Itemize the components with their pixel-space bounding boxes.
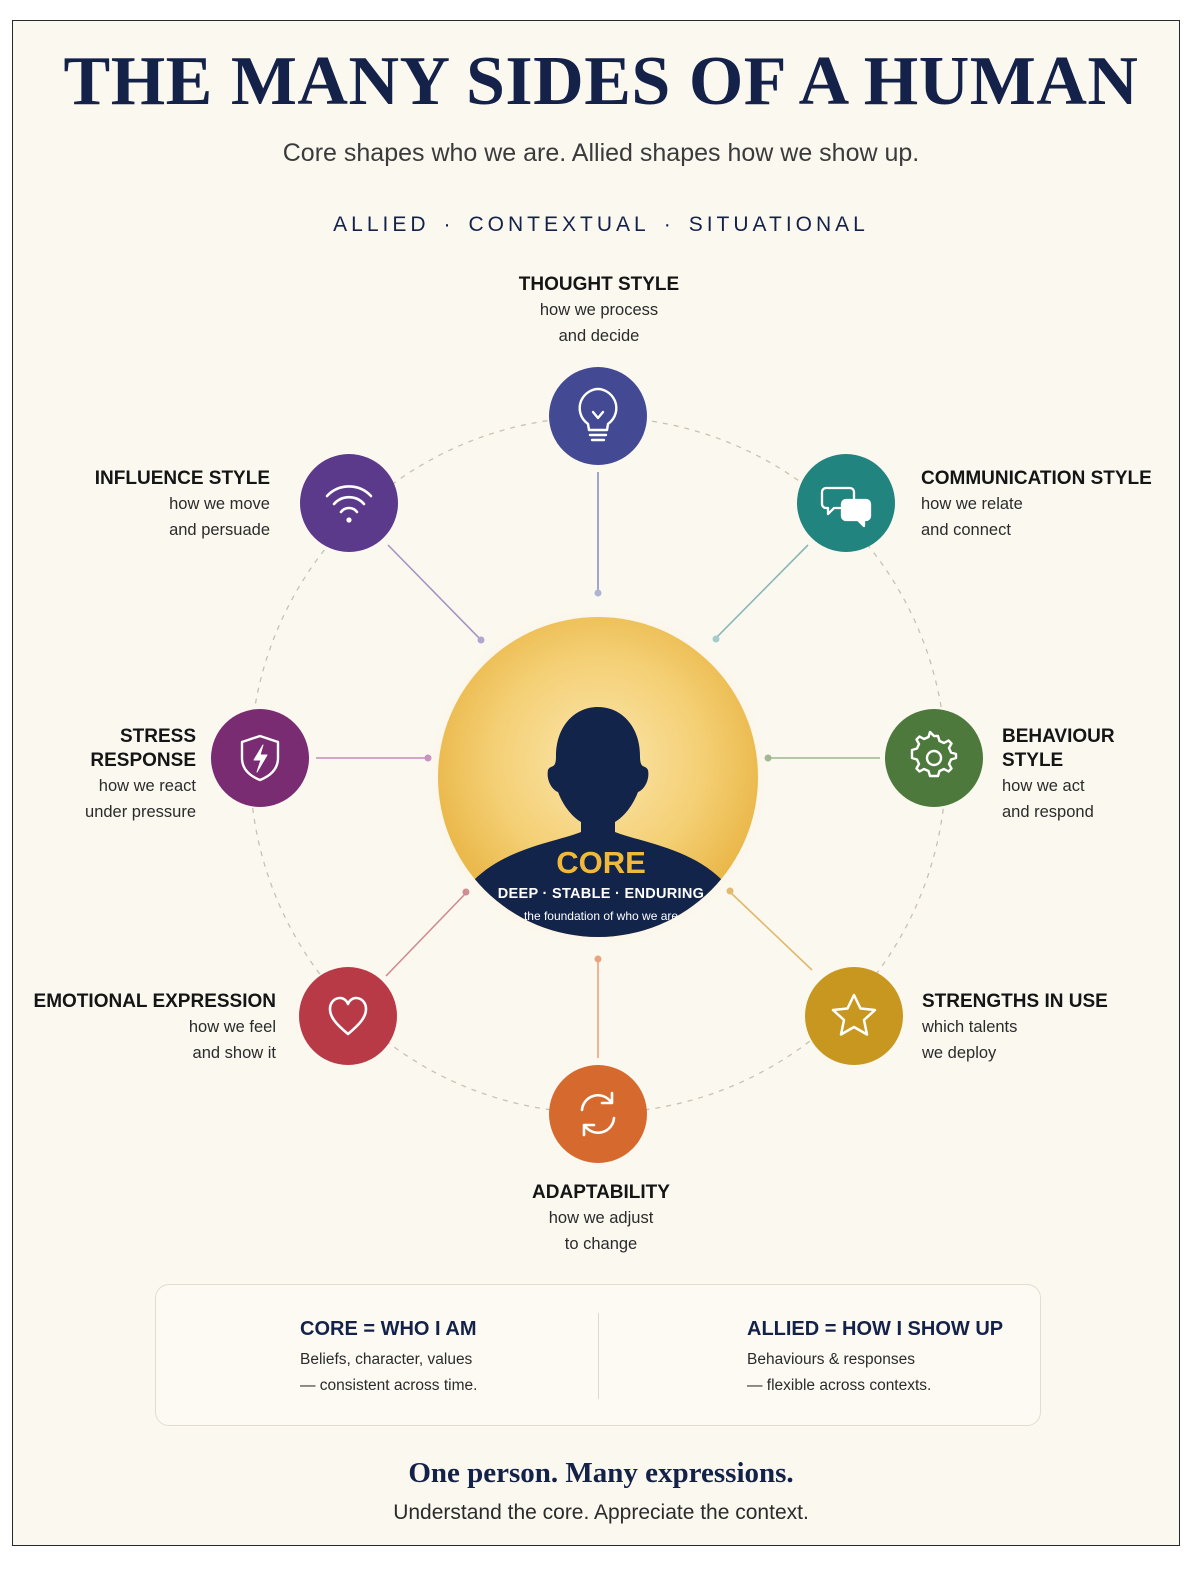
node-description: and decide (558, 327, 640, 345)
legend-allied-line: Behaviours & responses (747, 1351, 916, 1368)
label-emotional: EMOTIONAL EXPRESSION how we feel and sho… (20, 990, 276, 1066)
node-description: under pressure (85, 803, 196, 821)
legend-allied-line: — flexible across contexts. (747, 1377, 932, 1394)
node-title: BEHAVIOUR STYLE (1002, 726, 1115, 771)
tagline: One person. Many expressions. (408, 1457, 794, 1489)
legend-core-line: — consistent across time. (300, 1377, 478, 1394)
node-emotional[interactable] (299, 967, 397, 1065)
node-stress[interactable] (211, 709, 309, 807)
connector-strengths (729, 891, 813, 971)
node-description: and show it (192, 1044, 276, 1062)
legend-core: CORE = WHO I AM Beliefs, character, valu… (300, 1317, 580, 1399)
label-stress: STRESS RESPONSE how we react under press… (20, 725, 196, 825)
shield-bolt-icon (240, 734, 280, 782)
legend-core-title: CORE = WHO I AM (300, 1318, 477, 1340)
label-thought: THOUGHT STYLE how we process and decide (479, 273, 719, 349)
context-tags: ALLIED · CONTEXTUAL · SITUATIONAL (0, 212, 1202, 238)
tag-separator: · (663, 213, 675, 236)
page-title: THE MANY SIDES OF A HUMAN (63, 43, 1139, 120)
node-description: and respond (1002, 803, 1094, 821)
core-description: the foundation of who we are (523, 909, 679, 923)
node-description: and persuade (169, 521, 270, 539)
legend-allied: ALLIED = HOW I SHOW UP Behaviours & resp… (747, 1317, 1037, 1399)
node-description: how we process (539, 301, 659, 319)
tag-separator: · (443, 213, 455, 236)
legend-divider (598, 1313, 599, 1399)
node-description: we deploy (922, 1044, 997, 1062)
tag-allied: ALLIED (333, 213, 430, 236)
node-description: how we move (169, 495, 270, 513)
node-adaptability[interactable] (549, 1065, 647, 1163)
node-title: COMMUNICATION STYLE (921, 468, 1152, 489)
connector-communication (715, 544, 809, 639)
label-influence: INFLUENCE STYLE how we move and persuade (30, 467, 270, 543)
node-description: how we act (1002, 777, 1085, 795)
node-description: how we adjust (548, 1209, 654, 1227)
node-description: which talents (922, 1018, 1018, 1036)
node-strengths[interactable] (805, 967, 903, 1065)
node-description: how we feel (188, 1018, 276, 1036)
node-thought[interactable] (549, 367, 647, 465)
gear-icon (910, 730, 958, 778)
connector-influence (387, 544, 482, 641)
node-communication[interactable] (797, 454, 895, 552)
core-qualities: DEEP · STABLE · ENDURING (497, 886, 705, 902)
star-icon (831, 993, 877, 1036)
core-label: CORE (556, 845, 646, 880)
person-silhouette-icon (456, 707, 740, 937)
tagline-subtitle: Understand the core. Appreciate the cont… (393, 1501, 809, 1524)
label-adaptability: ADAPTABILITY how we adjust to change (481, 1181, 721, 1257)
page-subtitle: Core shapes who we are. Allied shapes ho… (282, 139, 920, 167)
lightbulb-icon (578, 387, 618, 442)
legend-allied-title: ALLIED = HOW I SHOW UP (747, 1318, 1004, 1340)
node-title: EMOTIONAL EXPRESSION (33, 991, 276, 1012)
tag-situational: SITUATIONAL (688, 213, 869, 236)
node-title: STRENGTHS IN USE (922, 991, 1108, 1012)
legend-core-line: Beliefs, character, values (300, 1351, 473, 1368)
label-communication: COMMUNICATION STYLE how we relate and co… (921, 467, 1181, 543)
tag-contextual: CONTEXTUAL (468, 213, 650, 236)
node-behaviour[interactable] (885, 709, 983, 807)
label-strengths: STRENGTHS IN USE which talents we deploy (922, 990, 1162, 1066)
label-behaviour: BEHAVIOUR STYLE how we act and respond (1002, 725, 1172, 825)
heart-icon (328, 996, 368, 1036)
node-description: to change (564, 1235, 638, 1253)
legend-box: CORE = WHO I AM Beliefs, character, valu… (155, 1284, 1041, 1426)
node-title: ADAPTABILITY (532, 1182, 670, 1203)
node-influence[interactable] (300, 454, 398, 552)
chat-bubbles-icon (820, 486, 872, 528)
connector-emotional (385, 892, 467, 977)
node-description: and connect (921, 521, 1011, 539)
node-title: THOUGHT STYLE (518, 274, 680, 295)
node-description: how we relate (921, 495, 1023, 513)
node-description: how we react (98, 777, 196, 795)
refresh-icon (580, 1091, 616, 1137)
node-title: STRESS RESPONSE (90, 726, 196, 771)
signal-waves-icon (325, 485, 373, 523)
node-title: INFLUENCE STYLE (94, 468, 270, 489)
